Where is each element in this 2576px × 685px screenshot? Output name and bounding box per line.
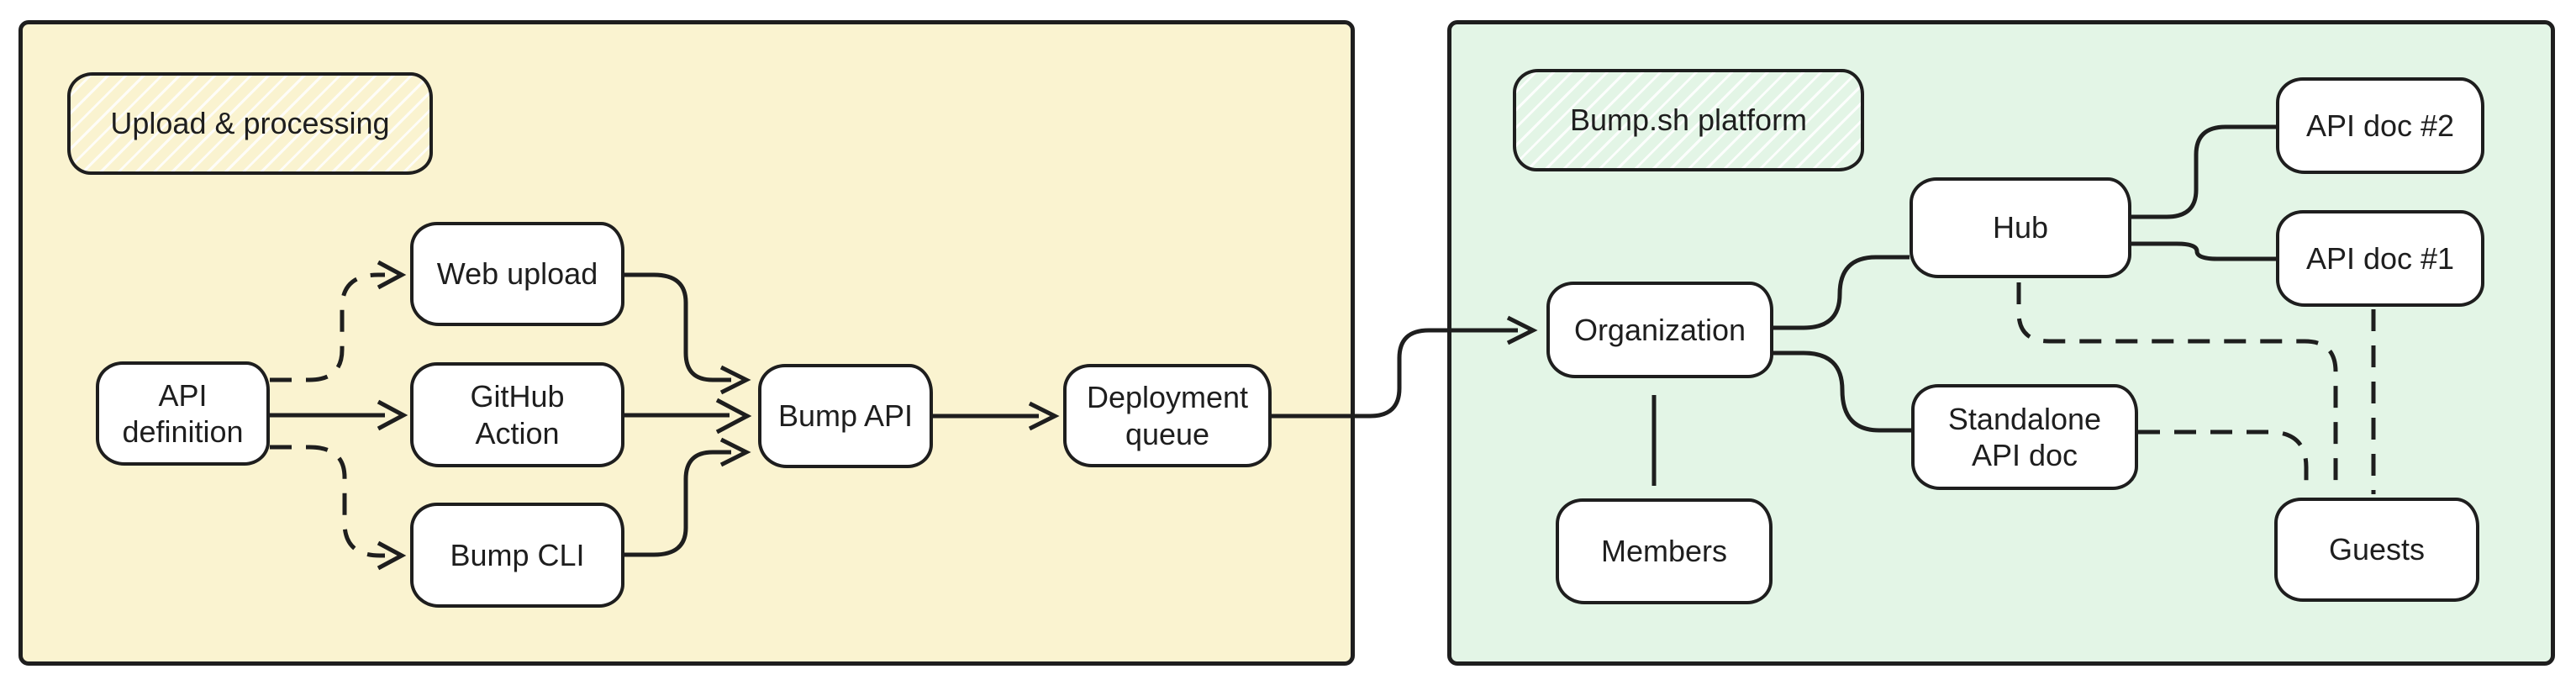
- node-guests: Guests: [2274, 498, 2479, 602]
- node-members: Members: [1556, 498, 1773, 604]
- arrowhead-github-action: [377, 399, 408, 431]
- edge-api-definition-web-upload: [270, 272, 385, 382]
- arrowhead-bump-api-middle: [715, 398, 752, 435]
- edge-bump-cli-bump-api: [624, 450, 731, 557]
- node-api-doc-2: API doc #2: [2276, 77, 2484, 174]
- node-api-definition: API definition: [96, 361, 270, 466]
- arrowhead-organization: [1506, 315, 1538, 345]
- node-bump-cli: Bump CLI: [410, 503, 624, 608]
- edge-deployment-queue-organization: [1272, 328, 1518, 419]
- arrowhead-deployment-queue: [1028, 401, 1060, 431]
- edge-api-definition-bump-cli: [270, 445, 385, 558]
- arrowhead-bump-api-top: [719, 365, 751, 395]
- edge-standalone-api-doc-guests: [2138, 429, 2309, 494]
- node-standalone-api-doc: Standalone API doc: [1911, 384, 2138, 490]
- zone-label-upload-processing: Upload & processing: [67, 72, 433, 175]
- node-web-upload: Web upload: [410, 222, 624, 326]
- arrowhead-bump-api-bottom: [719, 437, 751, 467]
- edge-organization-hub: [1773, 255, 1910, 330]
- edge-hub-api-doc-2: [2131, 124, 2276, 219]
- arrowhead-web-upload: [377, 260, 407, 290]
- node-api-doc-1: API doc #1: [2276, 210, 2484, 307]
- edge-organization-standalone-api-doc: [1773, 350, 1911, 433]
- node-github-action: GitHub Action: [410, 362, 624, 467]
- zone-label-bumpsh-platform: Bump.sh platform: [1513, 69, 1864, 171]
- node-deployment-queue: Deployment queue: [1063, 364, 1272, 467]
- node-bump-api: Bump API: [758, 364, 933, 468]
- arrowhead-bump-cli: [377, 540, 407, 571]
- edge-web-upload-bump-api: [624, 272, 731, 382]
- node-organization: Organization: [1546, 282, 1773, 378]
- node-hub: Hub: [1910, 177, 2131, 278]
- edge-hub-api-doc-1: [2131, 241, 2276, 261]
- edge-hub-guests: [2016, 282, 2338, 494]
